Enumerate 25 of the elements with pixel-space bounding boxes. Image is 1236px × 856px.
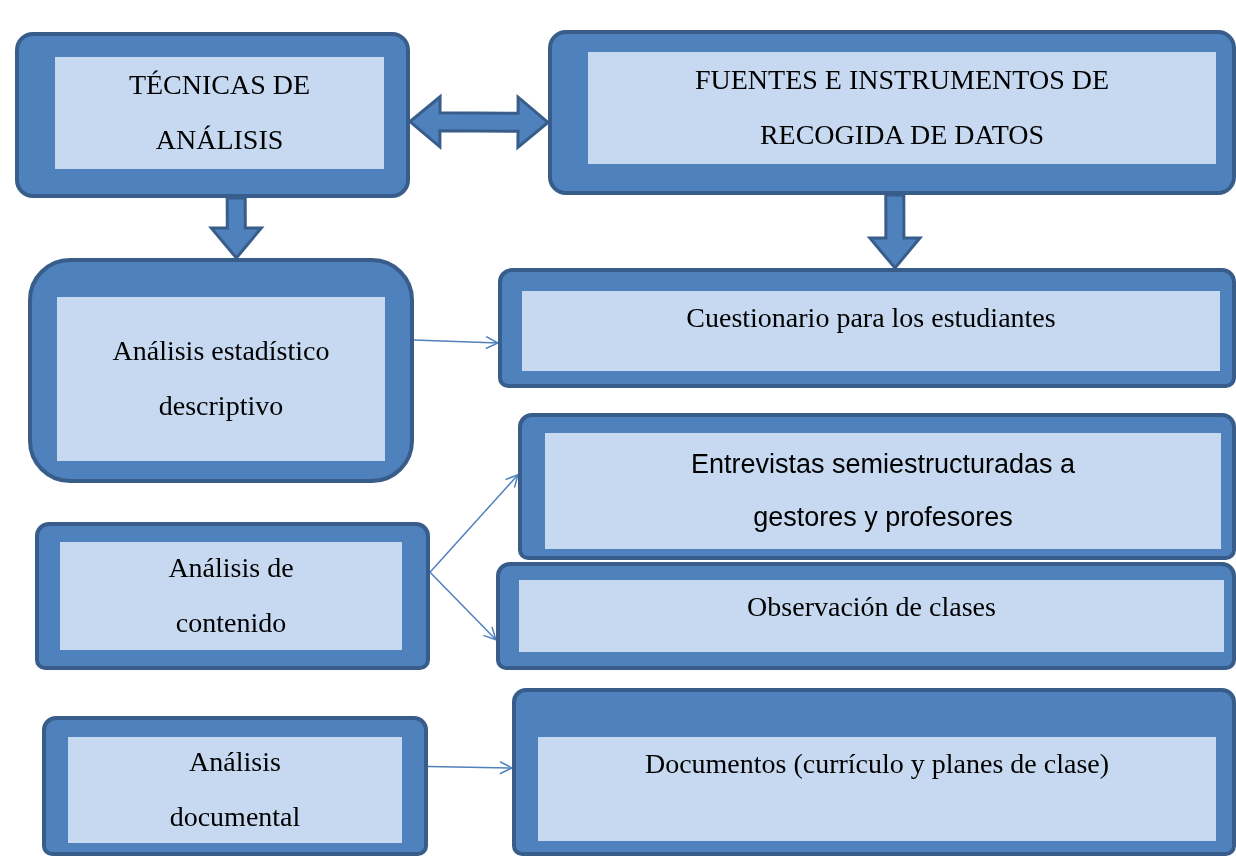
box-text: Análisis documental (68, 737, 402, 843)
scroll-banner (548, 30, 1236, 195)
box-text: FUENTES E INSTRUMENTOS DE RECOGIDA DE DATOS (588, 52, 1216, 164)
process-box (35, 522, 430, 670)
process-box (518, 413, 1236, 560)
box-text: Documentos (currículo y planes de clase) (538, 737, 1216, 841)
arrow (413, 335, 499, 350)
box-text: TÉCNICAS DE ANÁLISIS (55, 57, 384, 169)
arrow (429, 474, 519, 574)
box-text: Entrevistas semiestructuradas a gestores y profesores (545, 433, 1221, 549)
block-arrow (866, 193, 924, 271)
box-text: Cuestionario para los estudiantes (522, 291, 1220, 371)
process-box (498, 268, 1236, 388)
arrow (427, 761, 513, 775)
scroll-banner (15, 32, 410, 198)
rounded-box (28, 258, 414, 483)
process-box (496, 562, 1236, 670)
process-box (42, 716, 428, 856)
block-arrow (407, 93, 551, 151)
block-arrow (208, 196, 265, 261)
process-box (512, 688, 1236, 856)
arrow (429, 571, 497, 641)
box-text: Observación de clases (519, 580, 1224, 652)
box-text: Análisis de contenido (60, 542, 402, 650)
box-text: Análisis estadístico descriptivo (57, 297, 385, 461)
